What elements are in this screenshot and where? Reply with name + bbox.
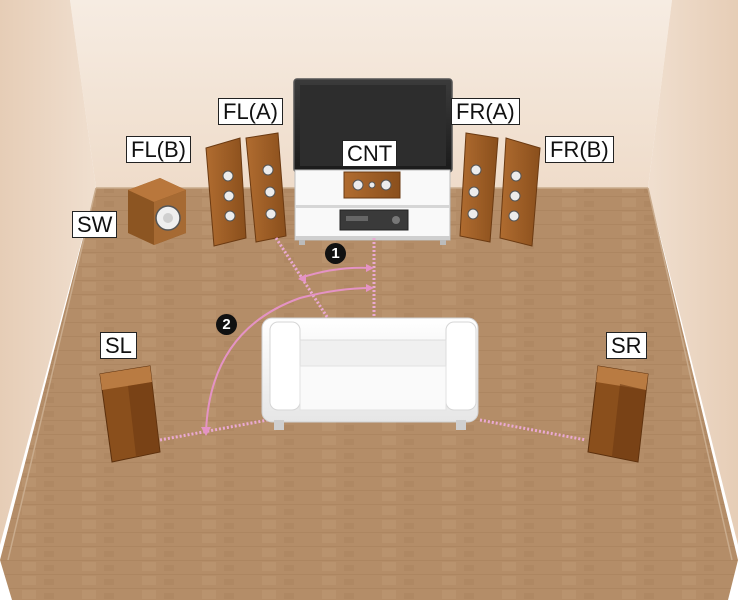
label-sw: SW (72, 211, 118, 238)
tv (293, 78, 453, 180)
angle-marker-2: 2 (216, 314, 237, 335)
label-fl-a: FL(A) (218, 98, 283, 125)
label-sr: SR (606, 332, 647, 359)
speaker-sl (99, 365, 161, 463)
subwoofer (128, 178, 186, 245)
av-receiver (339, 209, 409, 231)
angle-arrowheads (201, 264, 374, 436)
speaker-fl-b (205, 137, 247, 247)
center-speaker (343, 171, 401, 199)
arc-1 (299, 266, 373, 279)
speaker-fr-a (459, 132, 499, 243)
left-wall (0, 0, 96, 545)
sofa (261, 317, 479, 430)
angle-marker-1: 1 (325, 243, 346, 264)
label-cnt: CNT (342, 140, 398, 167)
right-wall (648, 0, 738, 545)
label-fl-b: FL(B) (126, 136, 191, 163)
speaker-fr-b (499, 137, 541, 247)
label-sl: SL (100, 332, 137, 359)
arc-2 (205, 287, 373, 433)
label-fr-b: FR(B) (545, 136, 614, 163)
surround-right-line (479, 418, 587, 442)
speaker-fl-a (245, 132, 287, 243)
label-fr-a: FR(A) (451, 98, 520, 125)
speaker-sr (587, 365, 649, 463)
